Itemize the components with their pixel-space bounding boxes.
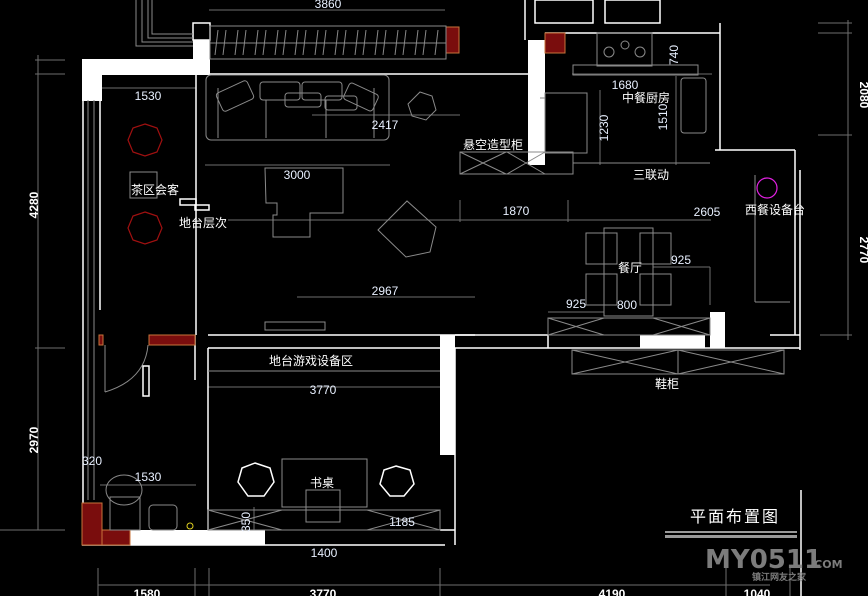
label-tea-area: 茶区会客 [131,182,179,197]
dim-left-4280: 4280 [27,191,41,218]
dimension-labels: 3860 1530 2417 3000 4280 1680 1230 1510 … [27,0,868,596]
study-furniture [104,344,441,531]
top-cabinet [135,0,447,60]
dim-desk-1185: 1185 [389,515,415,529]
room-labels: 茶区会客 地台层次 悬空造型柜 中餐厨房 三联动 西餐设备台 餐厅 地台游戏设备… [131,90,805,490]
dim-desk-1400: 1400 [311,546,338,560]
label-chinese-kitchen: 中餐厨房 [622,90,670,105]
dim-right-2770: 2770 [857,237,868,264]
label-platform-level: 地台层次 [179,215,227,230]
dim-sofa-3000: 3000 [284,168,311,182]
dim-kitchen-1680: 1680 [612,78,639,92]
dim-tv-2967: 2967 [372,284,399,298]
drawing-title: 平面布置图 [690,507,780,526]
dim-desk-350: 350 [239,512,253,532]
dim-bottom-3770: 3770 [310,587,337,596]
dim-bottom-1040: 1040 [744,587,771,596]
title-block: 平面布置图 [665,490,802,596]
walls [82,0,801,546]
dim-top-3860: 3860 [315,0,342,11]
dining-furniture [547,175,790,375]
watermark-domain: .COM [810,558,843,571]
watermark-logo: MY0511 .COM 镇江网友之家 [705,545,843,583]
dim-game-3770: 3770 [310,383,337,397]
dim-tea-width: 1530 [135,89,162,103]
dim-kitchen-740: 740 [667,45,681,65]
label-game-platform: 地台游戏设备区 [269,353,353,368]
dim-dining-2605: 2605 [694,205,721,219]
label-sliding-door: 三联动 [633,168,669,182]
dimension-lines [0,9,852,596]
label-desk: 书桌 [310,476,334,490]
dim-dining-925-left: 925 [566,297,586,311]
label-shoe-cabinet: 鞋柜 [655,376,679,391]
dim-bath-1530: 1530 [135,470,162,484]
dim-kitchen-1230: 1230 [597,114,611,141]
dim-sofa-2417: 2417 [372,118,399,132]
living-furniture [127,74,437,331]
structural-columns [81,26,566,546]
dim-cabinet-1870: 1870 [503,204,530,218]
dim-bottom-4190: 4190 [599,587,626,596]
dim-right-2080: 2080 [857,82,868,109]
label-hanging-cabinet: 悬空造型柜 [463,138,523,152]
label-western-counter: 西餐设备台 [745,202,805,217]
dim-dining-925-right: 925 [671,253,691,267]
dim-left-2970: 2970 [27,426,41,453]
kitchen-area [459,32,710,175]
dim-bottom-1580: 1580 [134,587,161,596]
dim-kitchen-1510: 1510 [656,103,670,130]
label-dining-room: 餐厅 [618,260,642,275]
dim-bath-320: 320 [82,454,102,468]
watermark-tagline: 镇江网友之家 [752,571,807,583]
watermark-brand: MY0511 [705,545,822,575]
dim-dining-800: 800 [617,298,637,312]
